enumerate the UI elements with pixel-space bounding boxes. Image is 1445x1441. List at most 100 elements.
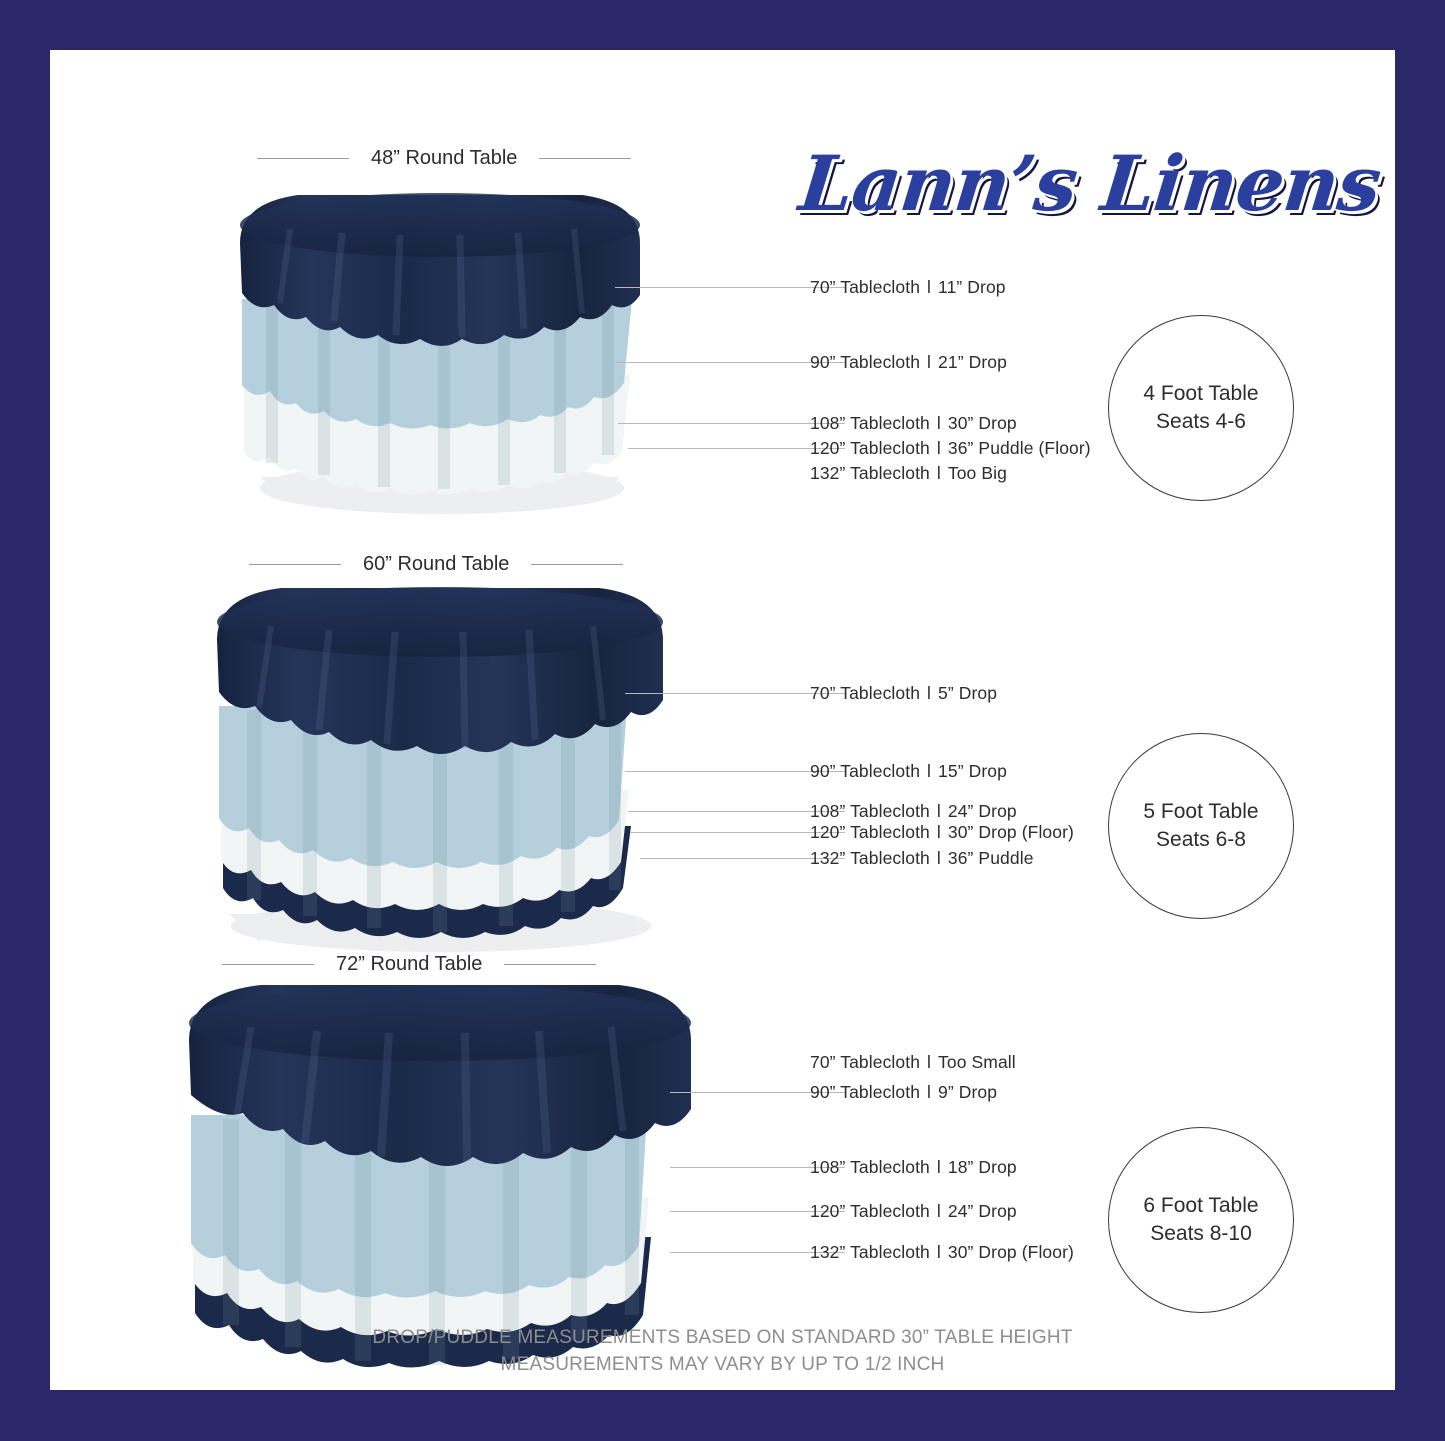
label-size: 120” Tablecloth <box>810 822 930 842</box>
label-separator: l <box>936 1242 941 1262</box>
leader-line-72-4 <box>670 1252 845 1253</box>
label-drop: 30” Drop (Floor) <box>947 822 1074 842</box>
label-60-4: 132” Tablecloth l 36” Puddle <box>810 848 1034 869</box>
title-rule-right <box>504 964 597 965</box>
pleat-shading <box>266 303 614 489</box>
seat-circle-line1: 4 Foot Table <box>1143 382 1259 406</box>
label-drop: 15” Drop <box>938 761 1007 781</box>
section-title-label: 72” Round Table <box>336 953 483 975</box>
label-72-0: 70” Tablecloth l Too Small <box>810 1052 1016 1073</box>
label-drop: 30” Drop <box>947 413 1017 433</box>
label-72-1: 90” Tablecloth l 9” Drop <box>810 1082 997 1103</box>
pleat-shading <box>223 1119 639 1365</box>
leader-line-48-0 <box>615 287 845 288</box>
label-separator: l <box>927 761 932 781</box>
leader-line-60-0 <box>625 693 845 694</box>
label-72-2: 108” Tablecloth l 18” Drop <box>810 1157 1017 1178</box>
section-title-48: 48” Round Table <box>257 147 632 170</box>
label-drop: 18” Drop <box>947 1157 1017 1177</box>
label-48-0: 70” Tablecloth l 11” Drop <box>810 277 1006 298</box>
footer-line-1: DROP/PUDDLE MEASUREMENTS BASED ON STANDA… <box>372 1327 1073 1348</box>
leader-line-48-2 <box>618 423 845 424</box>
leader-line-60-4 <box>640 858 845 859</box>
pleat-shading <box>247 710 621 932</box>
section-title-label: 48” Round Table <box>371 147 518 169</box>
label-drop: 21” Drop <box>938 352 1007 372</box>
seat-circle-60: 5 Foot Table Seats 6-8 <box>1108 733 1294 919</box>
label-drop: Too Small <box>938 1052 1016 1072</box>
cloth-svg-48 <box>240 193 640 514</box>
leader-line-60-3 <box>630 832 845 833</box>
tablecloth-illustration-48 <box>230 185 650 520</box>
label-drop: 24” Drop <box>947 801 1017 821</box>
seat-circle-line2: Seats 8-10 <box>1150 1222 1252 1245</box>
label-separator: l <box>927 683 932 703</box>
label-drop: Too Big <box>947 463 1007 483</box>
label-drop: 11” Drop <box>938 277 1006 297</box>
label-60-3: 120” Tablecloth l 30” Drop (Floor) <box>810 822 1074 843</box>
label-size: 120” Tablecloth <box>810 438 930 458</box>
leader-line-72-1 <box>670 1092 845 1093</box>
label-size: 90” Tablecloth <box>810 1082 921 1102</box>
label-drop: 36” Puddle <box>947 848 1034 868</box>
label-drop: 30” Drop (Floor) <box>947 1242 1074 1262</box>
label-size: 108” Tablecloth <box>810 413 930 433</box>
label-size: 70” Tablecloth <box>810 277 921 297</box>
label-size: 108” Tablecloth <box>810 1157 930 1177</box>
label-drop: 36” Puddle (Floor) <box>947 438 1091 458</box>
seat-circle-72: 6 Foot Table Seats 8-10 <box>1108 1127 1294 1313</box>
cloth-svg-60 <box>217 587 663 953</box>
footer-line-2: MEASUREMENTS MAY VARY BY UP TO 1/2 INCH <box>500 1353 945 1375</box>
label-size: 132” Tablecloth <box>810 1242 930 1262</box>
label-size: 132” Tablecloth <box>810 848 930 868</box>
title-rule-left <box>249 564 341 565</box>
brand-logo: Lann’s Linens <box>795 128 1384 238</box>
label-60-1: 90” Tablecloth l 15” Drop <box>810 761 1007 782</box>
label-separator: l <box>936 801 941 821</box>
section-title-72: 72” Round Table <box>222 953 597 976</box>
title-rule-right <box>531 564 624 565</box>
section-title-label: 60” Round Table <box>363 553 510 575</box>
label-separator: l <box>927 1052 932 1072</box>
label-separator: l <box>936 848 941 868</box>
leader-line-72-3 <box>670 1211 845 1212</box>
leader-line-48-3 <box>628 448 845 449</box>
leader-line-48-1 <box>615 362 845 363</box>
label-separator: l <box>936 1201 941 1221</box>
seat-circle-line1: 5 Foot Table <box>1143 800 1259 824</box>
label-separator: l <box>927 1082 932 1102</box>
label-drop: 9” Drop <box>938 1082 998 1102</box>
label-size: 90” Tablecloth <box>810 352 921 372</box>
label-size: 70” Tablecloth <box>810 1052 921 1072</box>
title-rule-right <box>539 158 632 159</box>
seat-circle-line2: Seats 4-6 <box>1156 410 1246 433</box>
seat-circle-line2: Seats 6-8 <box>1156 828 1246 851</box>
cloth-svg-72 <box>189 985 691 1368</box>
leader-line-60-1 <box>625 771 845 772</box>
label-size: 70” Tablecloth <box>810 683 921 703</box>
label-drop: 24” Drop <box>947 1201 1017 1221</box>
label-separator: l <box>936 413 941 433</box>
label-size: 90” Tablecloth <box>810 761 921 781</box>
title-rule-left <box>222 964 314 965</box>
label-72-4: 132” Tablecloth l 30” Drop (Floor) <box>810 1242 1074 1263</box>
label-separator: l <box>936 463 941 483</box>
title-rule-left <box>257 158 349 159</box>
label-48-2: 108” Tablecloth l 30” Drop <box>810 413 1017 434</box>
section-title-60: 60” Round Table <box>249 553 624 576</box>
brand-wordmark: Lann’s Linens <box>795 138 1385 228</box>
seat-circle-line1: 6 Foot Table <box>1143 1194 1259 1218</box>
tablecloth-illustration-60 <box>205 578 675 958</box>
leader-line-60-2 <box>628 811 845 812</box>
label-separator: l <box>927 277 932 297</box>
label-size: 132” Tablecloth <box>810 463 930 483</box>
label-separator: l <box>936 822 941 842</box>
white-canvas: Lann’s Linens 48” Round Table <box>50 50 1395 1390</box>
label-separator: l <box>936 1157 941 1177</box>
footer-note: DROP/PUDDLE MEASUREMENTS BASED ON STANDA… <box>50 1325 1395 1379</box>
